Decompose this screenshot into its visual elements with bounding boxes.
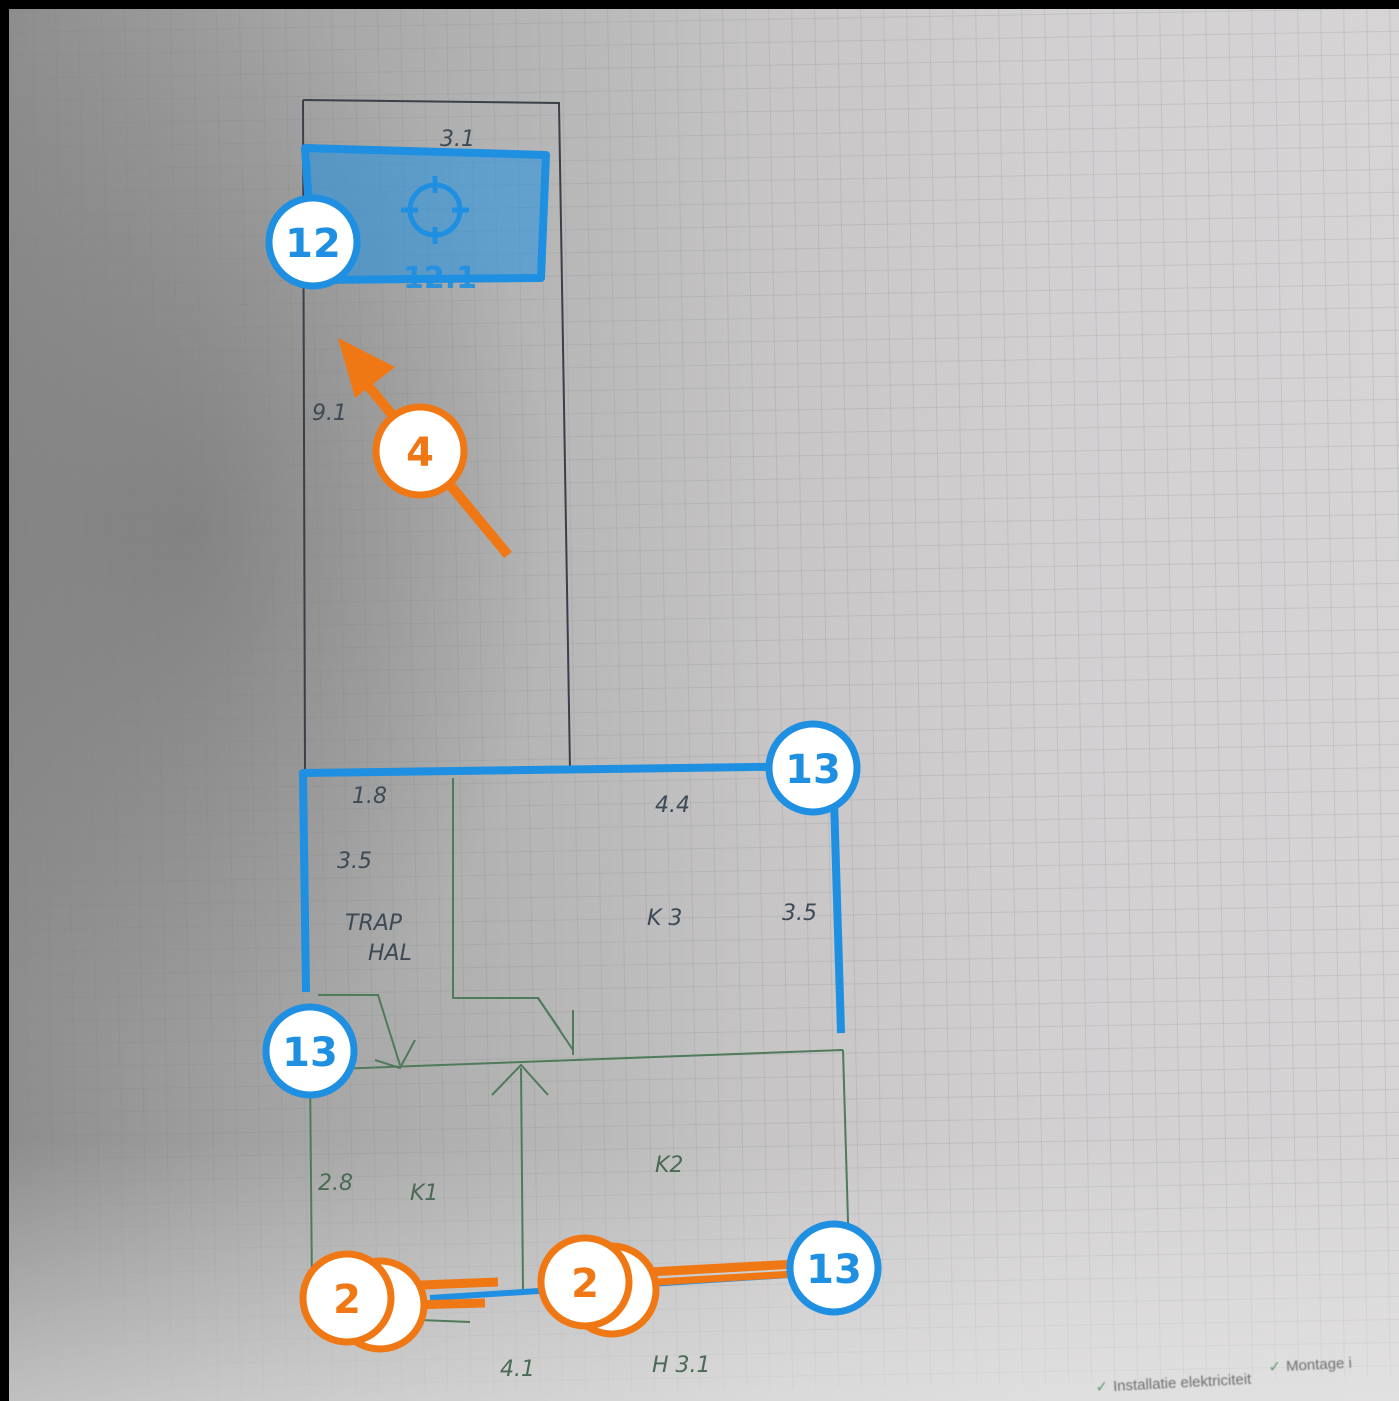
sketch-label-hall-width: 1.8 bbox=[352, 784, 387, 809]
toolbar-item-montage-label: Montage i bbox=[1285, 1354, 1353, 1376]
sketch-label-hall-name-2: HAL bbox=[368, 941, 412, 966]
sketch-label-bottom-right: H 3.1 bbox=[652, 1353, 711, 1378]
check-icon: ✓ bbox=[1268, 1358, 1282, 1376]
sketch-label-room-name: K 3 bbox=[647, 906, 682, 931]
polygon-annotation[interactable]: 13 13 bbox=[262, 720, 861, 1099]
sketch-label-hall-name-1: TRAP bbox=[345, 911, 403, 936]
sketch-label-k1-name: K1 bbox=[410, 1181, 438, 1206]
area-badge[interactable]: 12 bbox=[265, 194, 361, 290]
arrow-head bbox=[338, 338, 395, 398]
sketch-labels: 3.1 9.1 1.8 3.5 TRAP HAL 4.4 K 3 3.5 2.8… bbox=[312, 127, 817, 1382]
dimension-line-right-a[interactable] bbox=[629, 1258, 816, 1278]
area-annotation[interactable]: 12.1 12 bbox=[265, 144, 550, 296]
sketch-label-room-height: 3.5 bbox=[782, 901, 817, 926]
sketch-label-room-width: 4.4 bbox=[655, 793, 690, 818]
sketch-label-top-room: 3.1 bbox=[440, 127, 475, 152]
check-icon: ✓ bbox=[1095, 1378, 1109, 1396]
dimension-badge-mid-label: 2 bbox=[571, 1261, 599, 1307]
polygon-badge-left-label: 13 bbox=[282, 1030, 338, 1076]
arrow-badge-label: 4 bbox=[406, 430, 434, 476]
dimension-annotations[interactable]: 2 2 13 bbox=[299, 1220, 882, 1353]
polygon-badge-top[interactable]: 13 bbox=[765, 720, 861, 816]
sketch-label-hall-height: 3.5 bbox=[337, 849, 372, 874]
sketch-label-k2-name: K2 bbox=[655, 1153, 683, 1178]
sketch-outline-lower bbox=[307, 778, 851, 1323]
sketch-label-k1-dim: 2.8 bbox=[318, 1171, 353, 1196]
zone-label: 12.1 bbox=[403, 261, 477, 296]
arrow-badge[interactable]: 4 bbox=[372, 403, 468, 499]
sketch-label-left-dim: 9.1 bbox=[312, 401, 347, 426]
polygon-outline[interactable] bbox=[299, 762, 845, 1034]
dimension-badge-mid[interactable]: 2 bbox=[537, 1234, 660, 1338]
arrow-annotation[interactable]: 4 bbox=[338, 338, 512, 559]
polygon-badge-left[interactable]: 13 bbox=[262, 1003, 358, 1099]
line-end-badge-label: 13 bbox=[806, 1247, 862, 1293]
area-badge-label: 12 bbox=[285, 221, 341, 267]
line-end-badge[interactable]: 13 bbox=[786, 1220, 882, 1316]
polygon-badge-top-label: 13 bbox=[785, 747, 841, 793]
dimension-badge-left[interactable]: 2 bbox=[299, 1250, 428, 1353]
sketch-label-bottom-left: 4.1 bbox=[500, 1357, 535, 1382]
dimension-badge-left-label: 2 bbox=[333, 1277, 361, 1323]
dimension-line-right-b[interactable] bbox=[639, 1269, 811, 1287]
crosshair-icon[interactable] bbox=[401, 176, 469, 244]
